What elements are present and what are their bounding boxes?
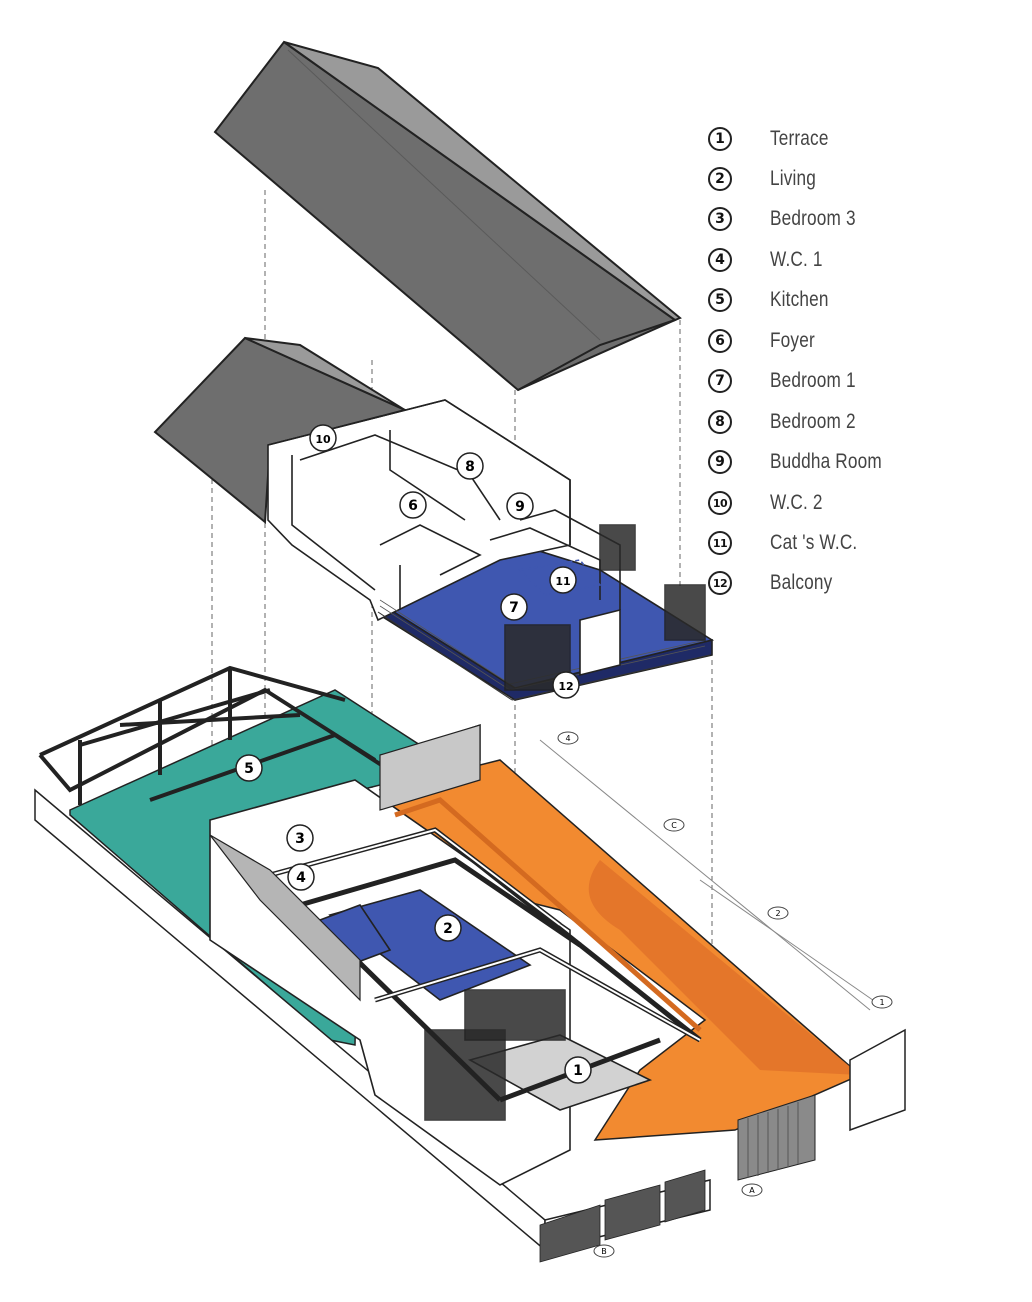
legend-item-foyer: 6 Foyer	[708, 324, 815, 358]
legend-item-terrace: 1 Terrace	[708, 122, 828, 156]
upper-roof	[213, 40, 682, 392]
legend-number: 1	[708, 127, 732, 151]
legend-item-kitchen: 5 Kitchen	[708, 283, 828, 317]
legend-item-bedroom-1: 7 Bedroom 1	[708, 364, 856, 398]
legend-item-living: 2 Living	[708, 162, 816, 196]
legend-label: Bedroom 1	[770, 369, 856, 392]
legend-item-cats-wc: 11 Cat 's W.C.	[708, 526, 857, 560]
legend-item-wc-2: 10 W.C. 2	[708, 486, 822, 520]
legend-number: 4	[708, 248, 732, 272]
legend-item-balcony: 12 Balcony	[708, 566, 832, 600]
legend-label: Living	[770, 167, 816, 190]
legend-number: 11	[708, 531, 732, 555]
legend-label: Bedroom 2	[770, 410, 856, 433]
legend-item-bedroom-2: 8 Bedroom 2	[708, 405, 856, 439]
legend-label: Foyer	[770, 329, 815, 352]
legend-item-bedroom-3: 3 Bedroom 3	[708, 202, 856, 236]
legend-label: W.C. 2	[770, 491, 823, 514]
legend-number: 8	[708, 410, 732, 434]
legend-number: 2	[708, 167, 732, 191]
legend-number: 7	[708, 369, 732, 393]
legend-number: 12	[708, 571, 732, 595]
legend-item-wc-1: 4 W.C. 1	[708, 243, 822, 277]
legend-label: W.C. 1	[770, 248, 823, 271]
legend-label: Balcony	[770, 571, 833, 594]
vent-blocks	[539, 1169, 706, 1263]
front-gate	[737, 1094, 816, 1181]
legend-label: Bedroom 3	[770, 207, 856, 230]
legend-label: Cat 's W.C.	[770, 531, 858, 554]
legend-number: 6	[708, 329, 732, 353]
legend-number: 5	[708, 288, 732, 312]
legend-number: 3	[708, 207, 732, 231]
upper-floor	[267, 399, 715, 701]
legend-number: 10	[708, 491, 732, 515]
legend-label: Kitchen	[770, 288, 829, 311]
legend-number: 9	[708, 450, 732, 474]
kitchen-steel-frame	[38, 665, 422, 805]
legend-label: Buddha Room	[770, 450, 882, 473]
grid-lines	[539, 739, 881, 1011]
legend-item-buddha-room: 9 Buddha Room	[708, 445, 882, 479]
kitchen-gray-panel	[209, 724, 481, 1002]
legend-label: Terrace	[770, 127, 829, 150]
